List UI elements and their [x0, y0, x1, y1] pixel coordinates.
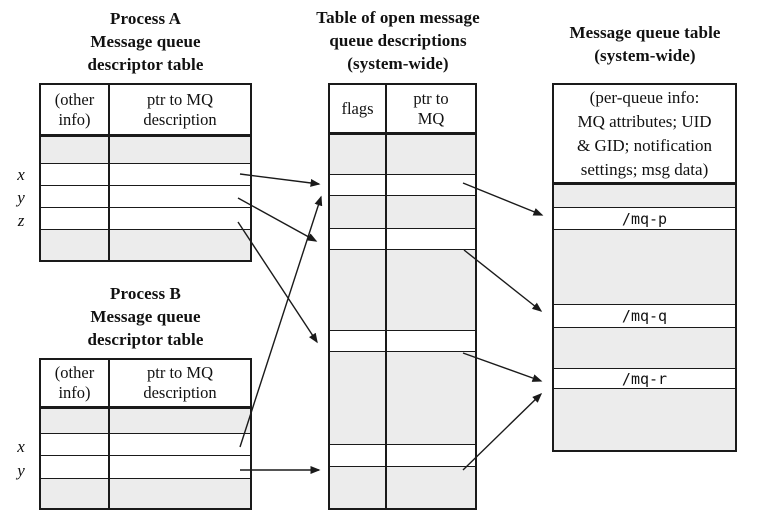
- process-b-descriptor-table: (other info) ptr to MQ description: [39, 358, 252, 510]
- message-queue-table: (per-queue info: MQ attributes; UID & GI…: [552, 83, 737, 452]
- process-b-table-title: Process B Message queue descriptor table: [87, 284, 204, 349]
- description-row-unused: [330, 351, 475, 444]
- process-b-label-x: x: [17, 437, 25, 456]
- process-a-descriptor-table: (other info) ptr to MQ description: [39, 83, 252, 262]
- open-descriptions-header-row: flags ptr to MQ: [330, 85, 475, 135]
- process-a-label-x: x: [17, 165, 25, 184]
- process-a-label-z: z: [17, 211, 25, 230]
- mq-row-unused: [554, 185, 735, 207]
- mq-row-mq-p: /mq-p: [554, 207, 735, 229]
- description-row-3: [330, 330, 475, 351]
- description-row-unused: [330, 249, 475, 330]
- process-a-row-x: [41, 163, 250, 185]
- process-b-row-unused-top: [41, 409, 250, 433]
- description-row-unused: [330, 466, 475, 508]
- open-descriptions-table-title: Table of open message queue descriptions…: [316, 8, 480, 73]
- process-b-header-row: (other info) ptr to MQ description: [41, 360, 250, 409]
- process-a-ptr-header: ptr to MQ description: [143, 89, 217, 129]
- description-row-2: [330, 228, 475, 249]
- mq-row-unused: [554, 327, 735, 368]
- process-b-other-info-header: (other info): [41, 360, 110, 406]
- ptr-to-mq-header: ptr to MQ: [413, 88, 449, 128]
- process-a-row-unused-bottom: [41, 229, 250, 260]
- process-a-table-title: Process A Message queue descriptor table: [87, 9, 204, 74]
- process-a-row-y: [41, 185, 250, 207]
- mq-row-unused: [554, 229, 735, 304]
- process-a-other-info-header: (other info): [41, 85, 110, 134]
- process-b-ptr-header: ptr to MQ description: [143, 363, 217, 402]
- process-b-row-unused-bottom: [41, 478, 250, 508]
- description-row-1: [330, 174, 475, 195]
- open-descriptions-table: flags ptr to MQ: [328, 83, 477, 510]
- mq-table-title: Message queue table (system-wide): [569, 23, 721, 65]
- process-b-row-y: [41, 455, 250, 478]
- mq-row-mq-q: /mq-q: [554, 304, 735, 327]
- per-queue-info-header: (per-queue info: MQ attributes; UID & GI…: [576, 87, 713, 179]
- mq-table-header-row: (per-queue info: MQ attributes; UID & GI…: [554, 85, 735, 185]
- process-a-header-row: (other info) ptr to MQ description: [41, 85, 250, 137]
- process-a-label-y: y: [17, 188, 25, 207]
- process-b-row-x: [41, 433, 250, 455]
- process-a-row-z: [41, 207, 250, 229]
- mq-row-unused: [554, 388, 735, 450]
- description-row-unused: [330, 195, 475, 228]
- process-b-label-y: y: [17, 461, 25, 480]
- flags-header: flags: [330, 85, 387, 132]
- process-a-row-unused-top: [41, 137, 250, 163]
- description-row-unused: [330, 135, 475, 174]
- description-row-4: [330, 444, 475, 466]
- mq-row-mq-r: /mq-r: [554, 368, 735, 388]
